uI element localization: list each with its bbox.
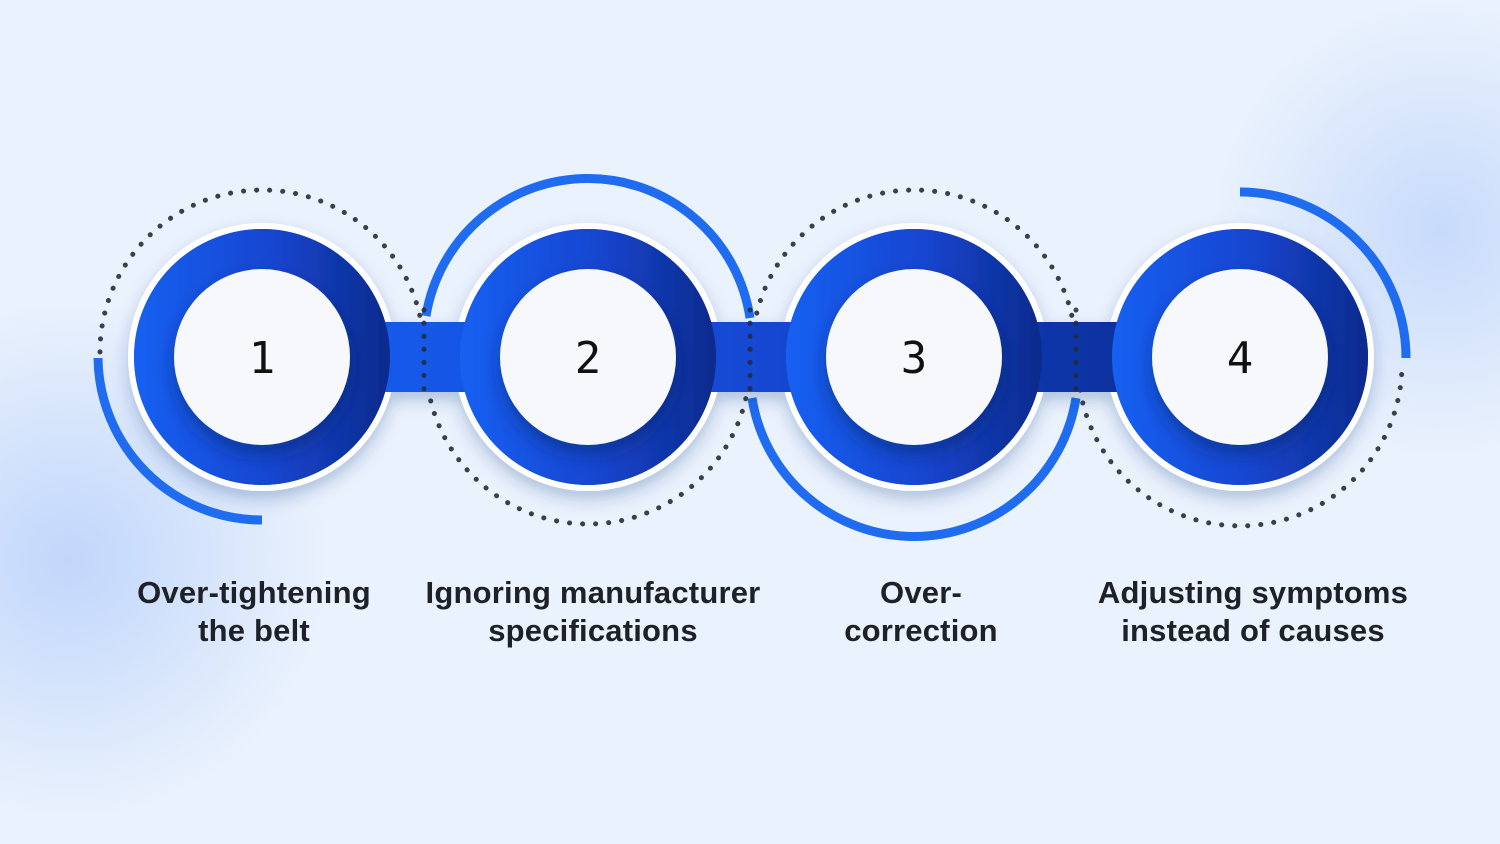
step-3-solid-arc xyxy=(747,397,1081,541)
step-2-label: Ignoring manufacturer specifications xyxy=(413,574,773,650)
step-4-circle xyxy=(1152,269,1328,445)
step-1-number: 1 xyxy=(249,333,276,384)
step-4-dotted-arc xyxy=(1075,361,1405,529)
step-4-label: Adjusting symptoms instead of causes xyxy=(1073,574,1433,650)
step-3-label-line-1: Over- xyxy=(880,575,962,610)
step-2-solid-arc xyxy=(421,174,755,319)
step-2-label-line-2: specifications xyxy=(488,613,698,648)
step-3-arc-decoration xyxy=(747,187,1081,541)
step-4-solid-arc xyxy=(1239,187,1411,359)
step-2-node: 2 xyxy=(500,269,676,445)
step-4-label-line-2: instead of causes xyxy=(1121,613,1385,648)
step-3-dotted-arc xyxy=(749,187,1079,355)
step-1-label: Over-tightening the belt xyxy=(74,574,434,650)
step-2-number: 2 xyxy=(575,333,602,384)
step-1-circle xyxy=(174,269,350,445)
step-3-circle xyxy=(826,269,1002,445)
step-3-label-line-2: correction xyxy=(844,613,998,648)
step-3-label: Over- correction xyxy=(741,574,1101,650)
step-4-label-line-1: Adjusting symptoms xyxy=(1097,575,1409,610)
step-3-number: 3 xyxy=(901,333,928,384)
step-2-dotted-arc xyxy=(423,359,753,527)
step-1-dotted-arc xyxy=(97,187,427,355)
step-3-node: 3 xyxy=(826,269,1002,445)
step-2-circle xyxy=(500,269,676,445)
step-4-number: 4 xyxy=(1227,333,1254,384)
connected-circles-band xyxy=(128,223,1374,491)
step-1-label-line-2: the belt xyxy=(198,613,310,648)
step-1-label-line-1: Over-tightening xyxy=(137,575,371,610)
step-1-node: 1 xyxy=(174,269,350,445)
step-1-solid-arc xyxy=(93,357,263,525)
step-1-arc-decoration xyxy=(93,187,427,525)
step-4-arc-decoration xyxy=(1075,187,1411,529)
dotted-overlay xyxy=(421,307,1079,403)
step-2-arc-decoration xyxy=(421,174,755,527)
step-4-node: 4 xyxy=(1152,269,1328,445)
step-2-label-line-1: Ignoring manufacturer xyxy=(425,575,761,610)
